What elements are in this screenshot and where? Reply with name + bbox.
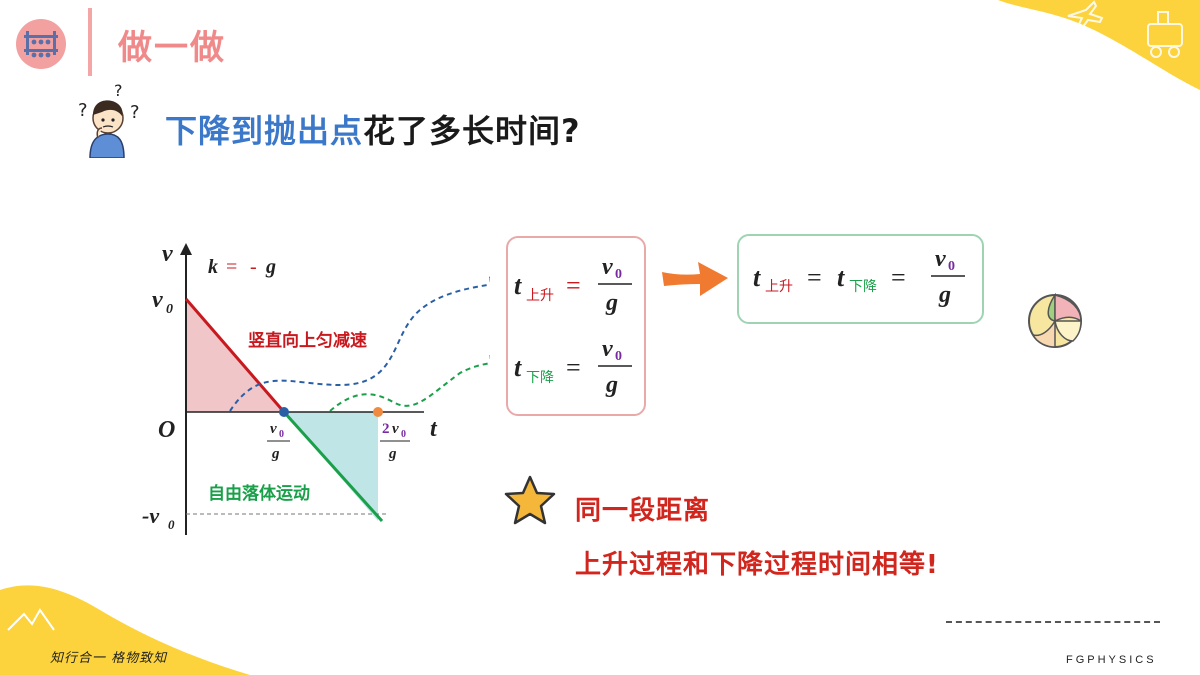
neg-v0-label: -v 0 [142,503,175,532]
svg-text:v: v [392,421,399,437]
airplane-icon [1064,4,1094,34]
svg-text:k: k [208,256,218,278]
thinking-person-icon: ? ? ? [78,82,140,158]
svg-text:=: = [566,271,581,300]
origin-label: O [158,417,175,443]
svg-text:g: g [265,256,276,278]
rise-sub: 上升 [765,279,793,295]
t2-tick-label: 2 v 0 g [380,421,410,462]
svg-text:g: g [605,372,618,398]
frac-num-sub: 0 [948,259,955,274]
svg-text:上升: 上升 [526,288,554,304]
svg-text:-: - [250,256,257,278]
svg-text:v: v [602,336,613,362]
question-highlight: 下降到抛出点 [165,112,364,150]
train-icon [1146,8,1186,58]
svg-text:v: v [602,254,613,280]
t-axis-label: t [430,416,438,442]
corner-decoration-bottom [0,585,250,675]
fall-line [282,410,384,523]
corner-decoration-top [998,0,1200,90]
formula-box-equal-times: t 上升 = t 下降 = v 0 g [737,234,984,324]
t1-tick-label: v 0 g [267,421,290,462]
t1-point [279,407,289,417]
fall-time-formula: t 下降 = v 0 g [514,336,632,398]
svg-text:2: 2 [382,421,390,437]
svg-text:v: v [270,421,277,437]
logo-icon [16,19,66,69]
svg-text:t: t [514,353,522,382]
eq-2: = [891,263,906,292]
fall-motion-label: 自由落体运动 [208,483,310,504]
svg-text:下降: 下降 [526,370,554,386]
frac-den: g [938,282,951,308]
conclusion-line-2: 上升过程和下降过程时间相等! [575,550,939,580]
header-divider [88,8,92,76]
svg-text:g: g [271,446,280,462]
rise-t: t [753,263,761,292]
question-rest: 花了多长时间? [363,112,581,150]
svg-text:0: 0 [168,517,175,532]
right-arrow-icon [662,262,728,296]
svg-text:0: 0 [401,429,406,440]
t2-point [373,407,383,417]
fall-arrow [329,354,490,412]
svg-text:=: = [226,256,237,278]
svg-text:v: v [152,287,163,313]
mountain-icon [6,606,58,632]
svg-text:t: t [514,271,522,300]
v0-label: v 0 [152,287,173,317]
rise-motion-label: 竖直向上匀减速 [248,330,367,351]
svg-text:-v: -v [142,503,159,528]
formula-box-rise-fall: t 上升 = v 0 g t 下降 = v 0 g [506,236,646,416]
question-text: 下降到抛出点花了多长时间? [165,106,581,152]
footer-divider [946,621,1160,623]
eq-1: = [807,263,822,292]
conclusion-line-1: 同一段距离 [575,496,711,526]
beach-ball-icon [1028,293,1082,348]
svg-text:g: g [605,290,618,316]
vt-graph: v t k = - g v 0 -v 0 O v 0 g 2 v 0 g 竖直向… [142,241,490,535]
svg-text:0: 0 [615,267,622,282]
svg-text:?: ? [130,102,140,123]
rise-arrow [229,276,490,412]
page-title: 做一做 [118,28,226,68]
svg-text:0: 0 [615,349,622,364]
slope-label: k = - g [208,256,276,278]
footer-brand: FGPHYSICS [1066,654,1157,666]
v-axis-label: v [162,241,173,267]
svg-text:0: 0 [279,429,284,440]
svg-text:g: g [388,446,397,462]
svg-text:?: ? [78,100,88,121]
rise-time-formula: t 上升 = v 0 g [514,254,632,316]
star-icon [504,475,556,525]
svg-text:?: ? [114,82,123,100]
svg-text:=: = [566,353,581,382]
rise-line [184,298,286,413]
frac-num: v [935,246,946,272]
footer-motto: 知行合一 格物致知 [50,651,168,666]
fall-sub: 下降 [849,279,877,295]
fall-t: t [837,263,845,292]
svg-text:0: 0 [166,302,173,317]
